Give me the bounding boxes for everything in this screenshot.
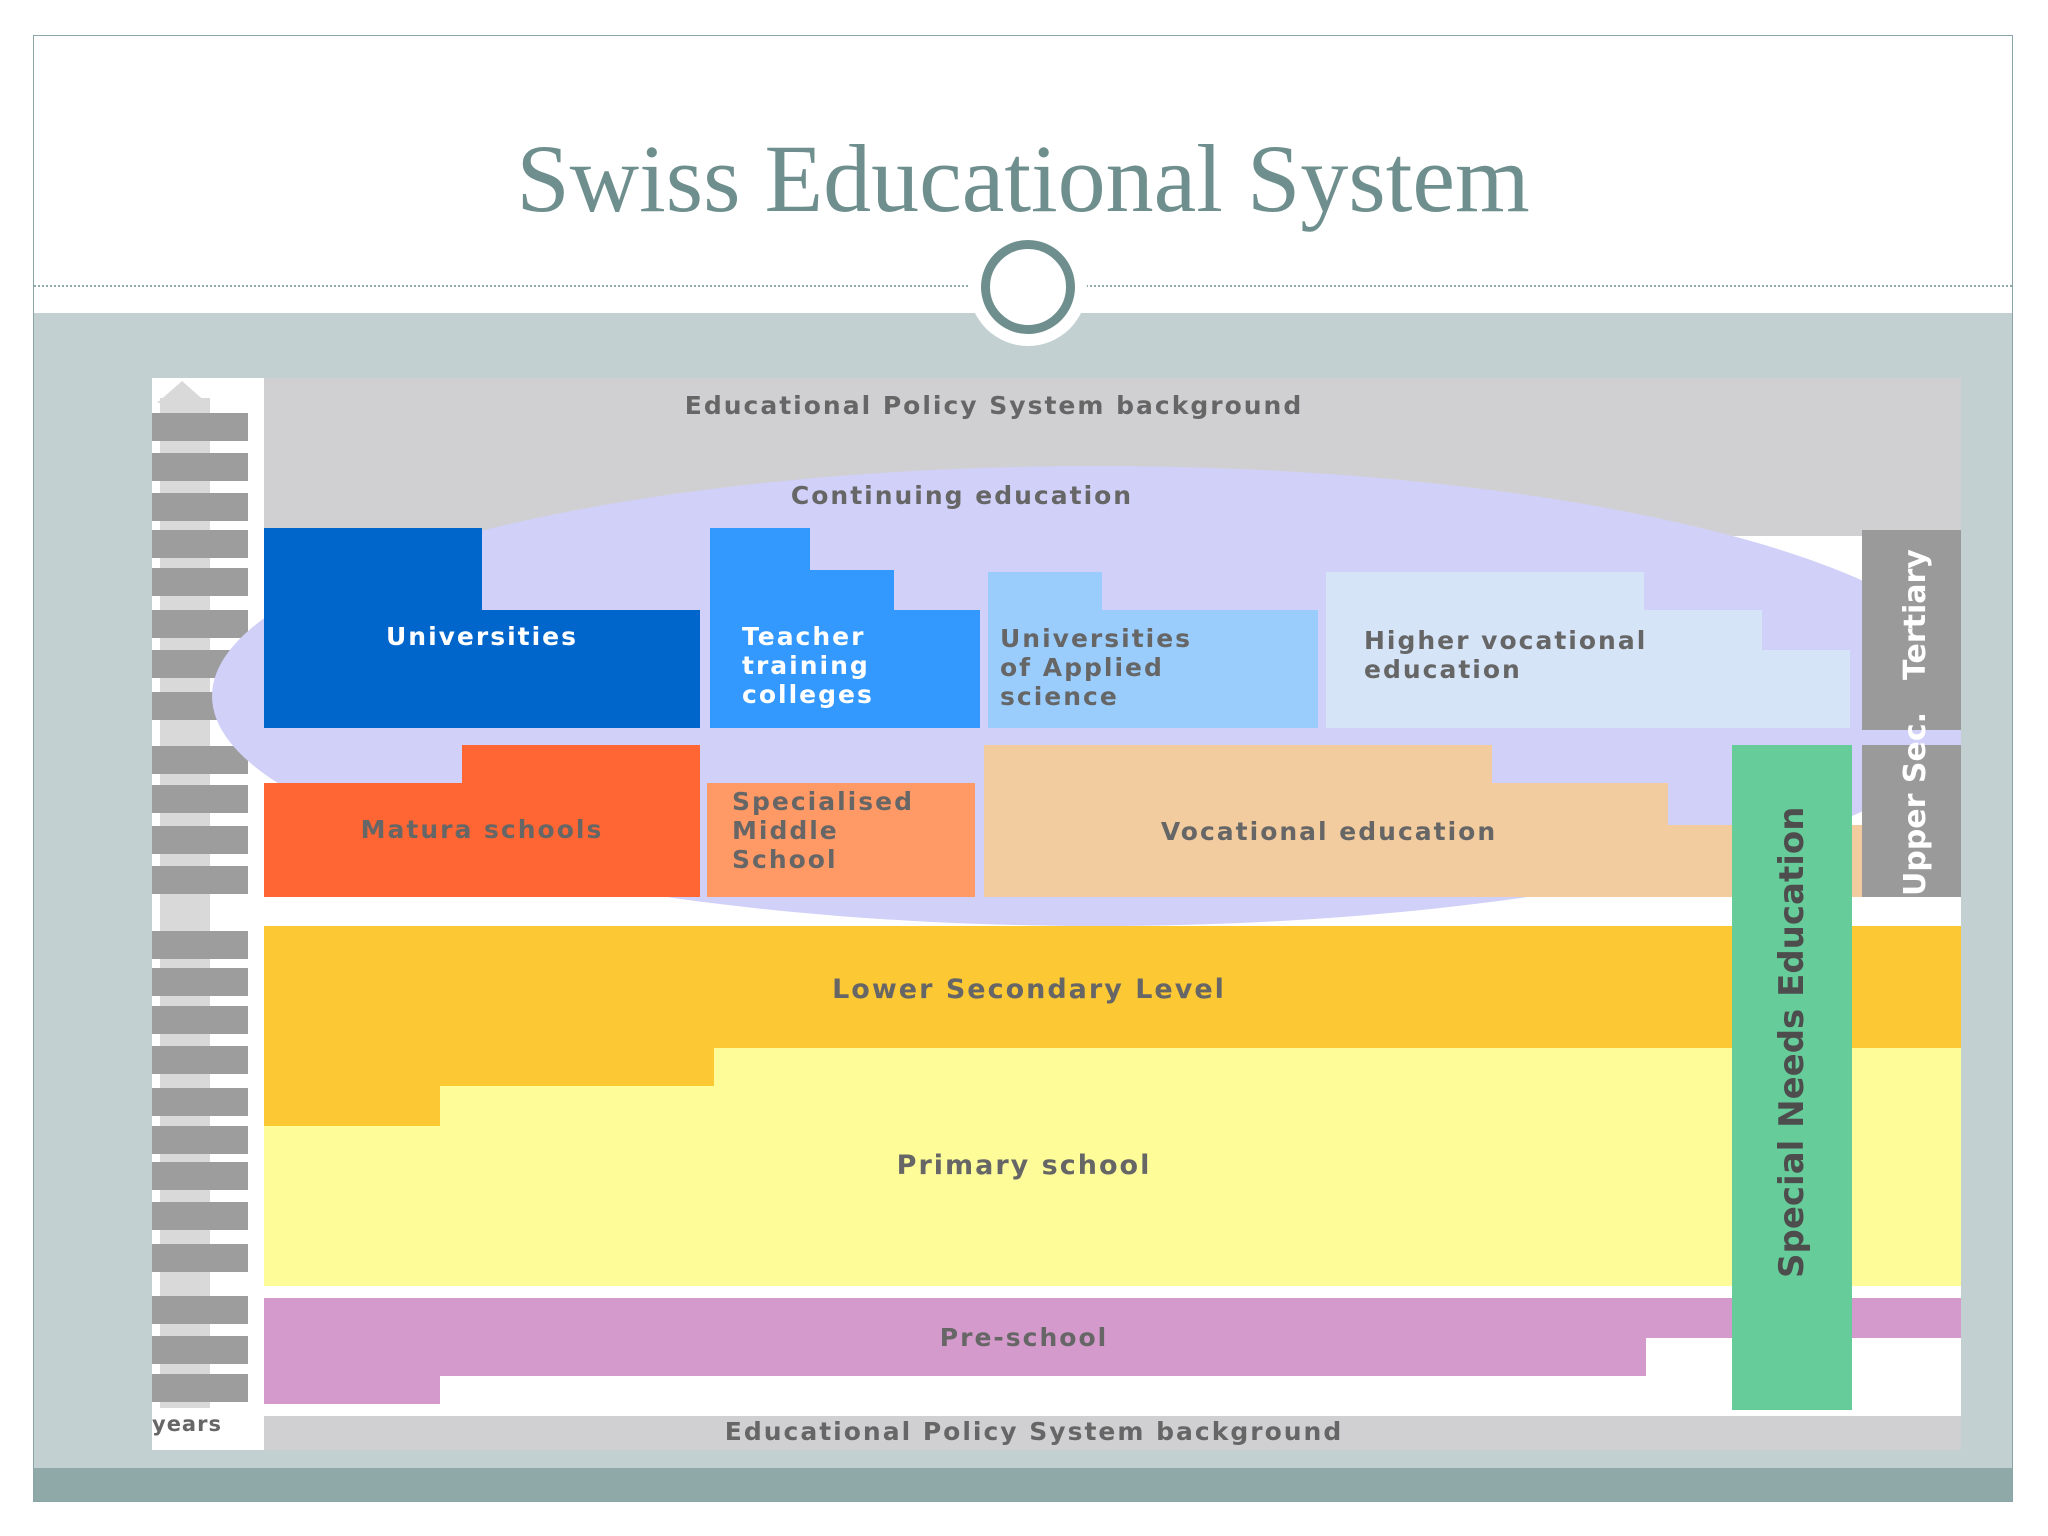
policy-background-top-label: Educational Policy System background <box>684 391 1304 420</box>
year-marker <box>152 1088 248 1116</box>
applied-science-label: Universities of Applied science <box>1000 624 1193 711</box>
year-marker <box>152 453 248 481</box>
specialised-middle-block <box>707 783 975 897</box>
year-marker <box>152 826 248 854</box>
year-marker <box>152 746 248 774</box>
teacher-training-block <box>710 528 980 728</box>
vocational-education-label: Vocational education <box>1160 817 1498 846</box>
universities-block <box>264 528 700 728</box>
year-marker <box>152 493 248 521</box>
year-marker <box>152 1046 248 1074</box>
year-marker <box>152 1006 248 1034</box>
years-axis: years <box>152 378 262 1450</box>
vocational-education-block <box>984 745 1862 897</box>
years-label: years <box>152 1412 222 1436</box>
education-diagram: years Educational Policy System backgrou… <box>152 378 1961 1450</box>
year-marker <box>152 1202 248 1230</box>
matura-schools-label: Matura schools <box>360 815 604 844</box>
lower-secondary-block <box>264 926 1961 1126</box>
continuing-education-label: Continuing education <box>790 481 1134 510</box>
applied-science-block <box>988 572 1318 728</box>
pre-school-block <box>264 1298 1961 1404</box>
year-marker <box>152 1374 248 1402</box>
policy-background-bottom <box>264 1416 1961 1450</box>
primary-school-label: Primary school <box>896 1150 1152 1181</box>
year-marker <box>152 568 248 596</box>
teacher-training-label: Teacher training colleges <box>742 622 874 709</box>
universities-label: Universities <box>385 622 579 651</box>
slide: Swiss Educational System <box>33 35 2013 1502</box>
lower-secondary-label: Lower Secondary Level <box>832 974 1226 1005</box>
divider-circle-ornament <box>969 228 1087 346</box>
higher-vocational-label: Higher vocational education <box>1364 626 1648 684</box>
special-needs-label: Special Needs Education <box>1772 806 1812 1278</box>
year-marker <box>152 610 248 638</box>
year-marker <box>152 785 248 813</box>
year-marker <box>152 1244 248 1272</box>
slide-title: Swiss Educational System <box>516 125 1530 232</box>
years-arrow <box>157 381 210 1408</box>
year-marker <box>152 1296 248 1324</box>
year-marker <box>152 530 248 558</box>
year-marker <box>152 413 248 441</box>
tertiary-label: Tertiary <box>1898 549 1933 680</box>
higher-vocational-block <box>1326 572 1850 728</box>
year-marker <box>152 968 248 996</box>
year-marker <box>152 1162 248 1190</box>
matura-schools-block <box>264 745 700 897</box>
specialised-middle-label: Specialised Middle School <box>732 787 914 874</box>
tertiary-level-marker <box>1862 530 1961 730</box>
upper-secondary-label: Upper Sec. <box>1898 711 1933 896</box>
year-marker <box>152 931 248 959</box>
year-marker <box>152 1336 248 1364</box>
year-marker <box>152 866 248 894</box>
year-marker <box>152 1126 248 1154</box>
policy-background-bottom-label: Educational Policy System background <box>724 1417 1344 1446</box>
upper-secondary-level-marker <box>1862 745 1961 897</box>
pre-school-label: Pre-school <box>939 1323 1109 1352</box>
footer-band <box>34 1468 2012 1501</box>
special-needs-block <box>1732 745 1852 1410</box>
